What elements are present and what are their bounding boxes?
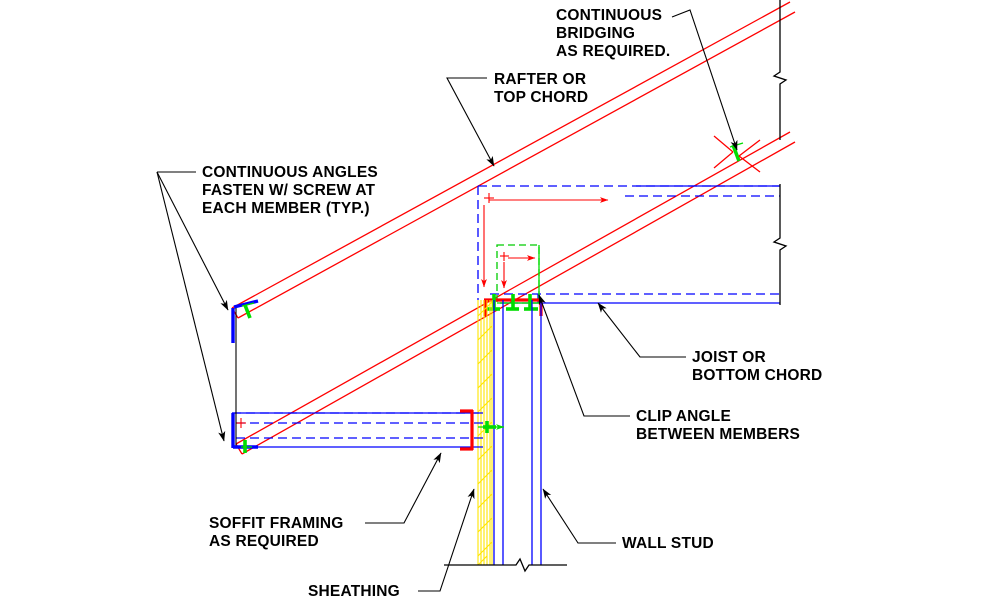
joist-dimension-arrows <box>481 193 609 288</box>
anno-line: SOFFIT FRAMING <box>209 515 344 532</box>
anno-line: EACH MEMBER (TYP.) <box>202 200 370 217</box>
annotation-soffit-framing-text: SOFFIT FRAMING AS REQUIRED <box>209 515 348 550</box>
anno-line: TOP CHORD <box>494 89 588 106</box>
continuous-angle-lower <box>231 413 258 453</box>
soffit-dimension-cross <box>236 418 246 428</box>
annotation-continuous-angles-text: CONTINUOUS ANGLES FASTEN W/ SCREW AT EAC… <box>202 164 382 217</box>
right-break-line-lower <box>772 184 788 305</box>
annotation-clip-angle: CLIP ANGLE BETWEEN MEMBERS <box>538 294 800 443</box>
wall-stud-members <box>493 300 542 565</box>
annotation-continuous-angles: CONTINUOUS ANGLES FASTEN W/ SCREW AT EAC… <box>156 164 382 442</box>
bridging-clip-assembly <box>713 135 761 173</box>
annotation-joist-bottom-chord: JOIST OR BOTTOM CHORD <box>597 302 822 384</box>
annotation-continuous-bridging: CONTINUOUS BRIDGING AS REQUIRED. <box>556 7 738 151</box>
joist-bottom-chord-member <box>477 185 780 304</box>
anno-line: RAFTER OR <box>494 71 586 88</box>
annotation-rafter-top-chord-text: RAFTER OR TOP CHORD <box>494 71 591 106</box>
anno-line: BETWEEN MEMBERS <box>636 426 800 443</box>
annotation-wall-stud-text: WALL STUD <box>622 535 714 552</box>
continuous-angle-upper <box>231 299 259 343</box>
annotation-soffit-framing: SOFFIT FRAMING AS REQUIRED <box>209 452 442 550</box>
soffit-end-track <box>460 409 474 451</box>
clip-dimension-arrows <box>500 252 536 289</box>
rafter-top-chord-member <box>231 1 796 319</box>
anno-line: AS REQUIRED. <box>556 43 670 60</box>
anno-line: WALL STUD <box>622 535 714 552</box>
annotation-sheathing: SHEATHING <box>308 488 475 600</box>
right-break-line-upper <box>772 0 788 140</box>
anno-line: JOIST OR <box>692 349 766 366</box>
wall-sheathing-hatch <box>477 300 493 566</box>
wall-bottom-break-line <box>444 557 567 573</box>
anno-line: CONTINUOUS <box>556 7 662 24</box>
annotation-sheathing-text: SHEATHING <box>308 583 400 600</box>
soffit-screw-symbols <box>478 421 505 433</box>
bridging-x-brace <box>713 135 761 173</box>
annotation-clip-angle-text: CLIP ANGLE BETWEEN MEMBERS <box>636 408 800 443</box>
anno-line: FASTEN W/ SCREW AT <box>202 182 376 199</box>
annotation-wall-stud: WALL STUD <box>542 488 714 552</box>
annotation-rafter-top-chord: RAFTER OR TOP CHORD <box>446 71 591 167</box>
anno-line: BOTTOM CHORD <box>692 367 822 384</box>
anno-line: CLIP ANGLE <box>636 408 731 425</box>
soffit-framing-member <box>232 412 483 448</box>
anno-line: CONTINUOUS ANGLES <box>202 164 378 181</box>
anno-line: SHEATHING <box>308 583 400 600</box>
annotation-joist-bottom-chord-text: JOIST OR BOTTOM CHORD <box>692 349 822 384</box>
anno-line: AS REQUIRED <box>209 533 319 550</box>
anno-line: BRIDGING <box>556 25 635 42</box>
annotation-continuous-bridging-text: CONTINUOUS BRIDGING AS REQUIRED. <box>556 7 670 60</box>
